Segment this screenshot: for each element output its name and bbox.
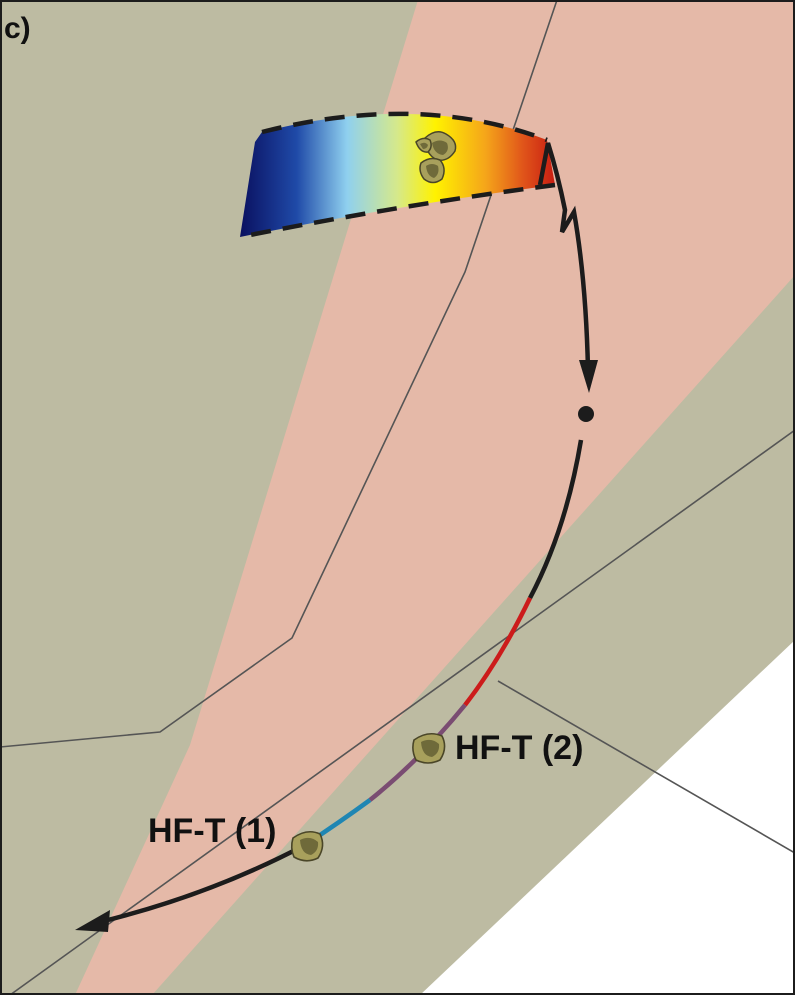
arrowhead-icon [579, 360, 598, 393]
pt-path-red-segment [463, 597, 533, 707]
gradient-band-dashed-bottom [239, 182, 556, 240]
boundary-line-diagonal [9, 429, 795, 995]
hf-t-2-label: HF-T (2) [455, 729, 583, 767]
gradient-band-dashed-top [261, 111, 548, 143]
white-corner-field [420, 640, 795, 995]
garnet-icon [419, 157, 445, 184]
temperature-gradient-band [240, 113, 555, 237]
garnet-icon [290, 830, 324, 862]
garnet-icon [412, 732, 446, 764]
boundary-line-right [497, 680, 795, 854]
peak-dot-icon [578, 406, 594, 422]
arrowhead-icon [75, 910, 110, 932]
panel-label: c) [4, 12, 31, 45]
pt-path-retrograde-upper [537, 142, 591, 371]
hf-t-1-label: HF-T (1) [148, 812, 276, 850]
garnet-icon [415, 137, 432, 153]
pt-path-black-segment [528, 439, 584, 600]
pt-path-black-tail [99, 843, 307, 925]
pink-stability-field [75, 0, 795, 995]
garnet-icon [424, 131, 457, 162]
